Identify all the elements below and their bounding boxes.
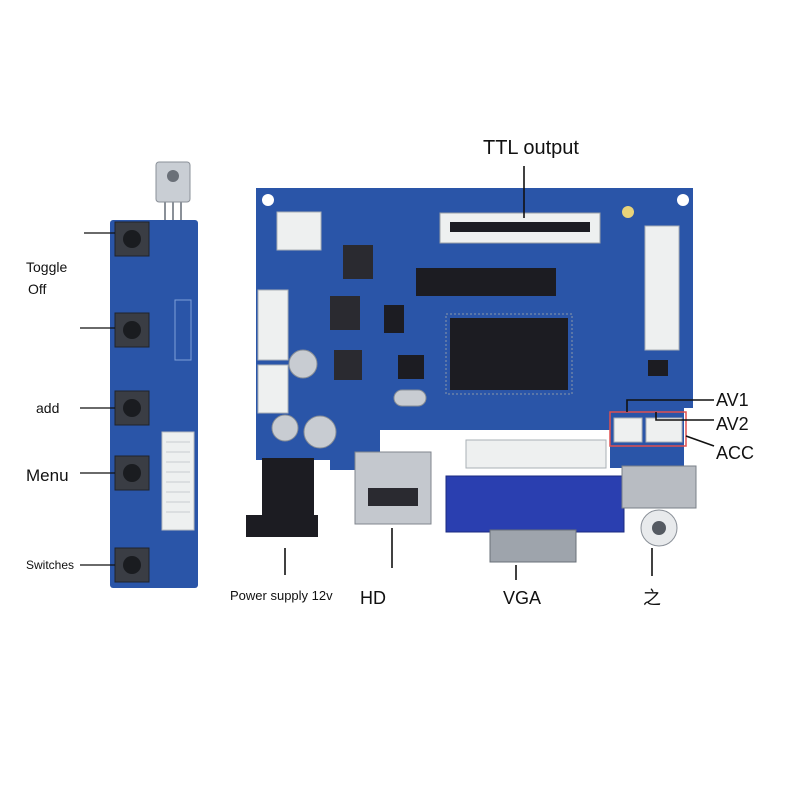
- button-switches: [114, 547, 150, 583]
- label-add: add: [36, 400, 59, 416]
- small-connector: [276, 211, 322, 251]
- right-connector: [644, 225, 680, 351]
- vga-port: [445, 475, 625, 533]
- label-power-supply: Power supply 12v: [230, 588, 333, 603]
- pin-header: [416, 268, 556, 296]
- label-off: Off: [28, 281, 47, 297]
- keypad-leader-lines: [80, 232, 115, 566]
- inductor: [330, 296, 360, 330]
- av2-connector: [645, 417, 683, 443]
- button-add: [114, 390, 150, 426]
- label-av2: AV2: [716, 414, 749, 434]
- inductor: [334, 350, 362, 380]
- connector-pins: [166, 441, 190, 513]
- left-connector: [257, 364, 289, 414]
- keypad-connector: [161, 431, 195, 531]
- power-jack: [262, 458, 314, 516]
- crystal: [393, 389, 427, 407]
- inductor: [343, 245, 373, 279]
- av-highlight: [609, 411, 687, 447]
- label-zhi: 之: [643, 588, 661, 609]
- button-power: [114, 221, 150, 257]
- rca-center: [652, 521, 666, 535]
- button-toggle: [114, 312, 150, 348]
- mount-hole: [622, 206, 634, 218]
- label-menu: Menu: [26, 466, 69, 485]
- main-ic: [450, 318, 568, 390]
- vga-header: [465, 439, 607, 469]
- small-chip: [648, 360, 668, 376]
- label-vga: VGA: [503, 588, 541, 608]
- driver-leader-lines: [284, 166, 715, 580]
- mount-hole: [262, 194, 274, 206]
- button-menu: [114, 455, 150, 491]
- ir-lens: [167, 170, 179, 182]
- ttl-slot: [450, 222, 590, 232]
- capacitor: [303, 415, 337, 449]
- label-av1: AV1: [716, 390, 749, 410]
- power-jack-base: [246, 515, 318, 537]
- av1-connector: [613, 417, 643, 443]
- capacitor: [288, 349, 318, 379]
- vga-shell: [489, 529, 577, 563]
- left-connector: [257, 289, 289, 361]
- capacitor: [271, 414, 299, 442]
- mount-hole: [677, 194, 689, 206]
- silkscreen-box: [174, 299, 192, 361]
- small-chip: [384, 305, 404, 333]
- small-chip: [398, 355, 424, 379]
- rca-bracket: [621, 465, 697, 509]
- driver-board: [246, 188, 697, 563]
- label-hd: HD: [360, 588, 386, 608]
- label-switches: Switches: [26, 558, 74, 572]
- hdmi-slot: [368, 488, 418, 506]
- label-toggle: Toggle: [26, 259, 67, 275]
- keypad-board: [80, 161, 198, 588]
- label-acc: ACC: [716, 443, 754, 463]
- ic-pins: [445, 313, 573, 395]
- label-ttl-output: TTL output: [483, 137, 579, 159]
